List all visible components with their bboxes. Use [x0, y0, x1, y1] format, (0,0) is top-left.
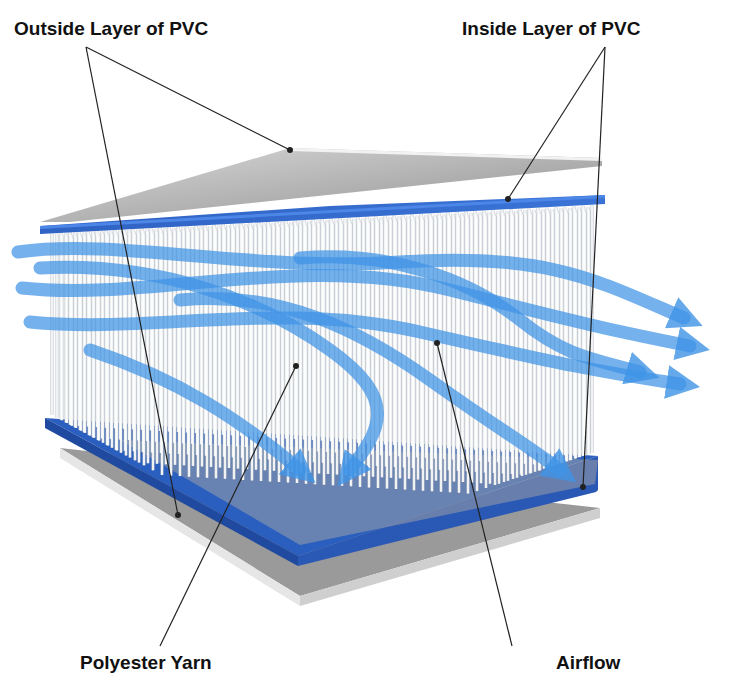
polyester-yarn — [583, 209, 585, 456]
pvc-sheet — [40, 148, 602, 222]
polyester-yarn — [147, 232, 149, 463]
polyester-yarn — [224, 230, 226, 479]
polyester-yarn — [174, 231, 176, 465]
polyester-yarn — [170, 232, 172, 475]
polyester-yarn — [588, 210, 590, 454]
polyester-yarn — [561, 211, 563, 462]
yarn-outline — [582, 206, 585, 456]
polyester-yarn — [206, 231, 208, 478]
polyester-yarn — [210, 229, 212, 467]
polyester-yarn — [188, 232, 190, 477]
polyester-yarn — [242, 229, 244, 480]
polyester-yarn — [525, 213, 527, 475]
polyester-yarn — [183, 230, 185, 465]
polyester-yarn — [529, 212, 531, 474]
polyester-yarn — [579, 211, 581, 457]
polyester-yarn — [570, 211, 572, 460]
polyester-yarn — [565, 210, 567, 462]
polyester-yarn — [192, 230, 194, 466]
polyester-yarn — [582, 206, 584, 456]
polyester-yarn — [530, 214, 532, 473]
leader-lines — [86, 47, 605, 646]
leader-line — [86, 47, 290, 150]
polyester-yarn — [574, 209, 576, 458]
leader-line — [437, 343, 512, 646]
leader-dot — [175, 512, 181, 518]
part-label: Airflow — [556, 652, 620, 674]
polyester-yarn — [201, 229, 203, 466]
pvc-edge — [290, 148, 602, 161]
leader-dots — [175, 147, 586, 518]
polyester-yarn — [584, 212, 586, 456]
polyester-yarn — [569, 208, 571, 460]
leader-line — [160, 366, 296, 646]
leader-dot — [505, 196, 511, 202]
leader-dot — [287, 147, 293, 153]
yarn-outline — [569, 208, 572, 460]
part-label: Inside Layer of PVC — [462, 18, 640, 40]
leader-dot — [580, 484, 586, 490]
airflow-arrow — [90, 350, 300, 470]
top-outside-layer — [40, 148, 602, 222]
leader-dot — [434, 340, 440, 346]
part-label: Outside Layer of PVC — [14, 18, 208, 40]
part-label: Polyester Yarn — [80, 652, 212, 674]
polyester-yarn — [566, 213, 568, 462]
yarn-outline — [578, 208, 581, 458]
polyester-yarn — [578, 208, 580, 458]
polyester-yarn — [197, 231, 199, 477]
polyester-yarn — [233, 229, 235, 479]
leader-dot — [293, 363, 299, 369]
yarn-outline — [560, 208, 563, 463]
airflow-arrow — [180, 298, 560, 470]
polyester-yarn — [575, 212, 577, 458]
leader-line — [86, 47, 178, 515]
leader-line — [583, 47, 605, 487]
leader-line — [508, 47, 605, 199]
polyester-yarn — [156, 232, 158, 464]
polyester-yarn — [179, 232, 181, 476]
polyester-yarn — [534, 213, 536, 472]
airflow-arrow — [300, 257, 640, 372]
polyester-yarn — [215, 230, 217, 478]
polyester-yarn — [560, 208, 562, 463]
polyester-yarn — [165, 231, 167, 464]
